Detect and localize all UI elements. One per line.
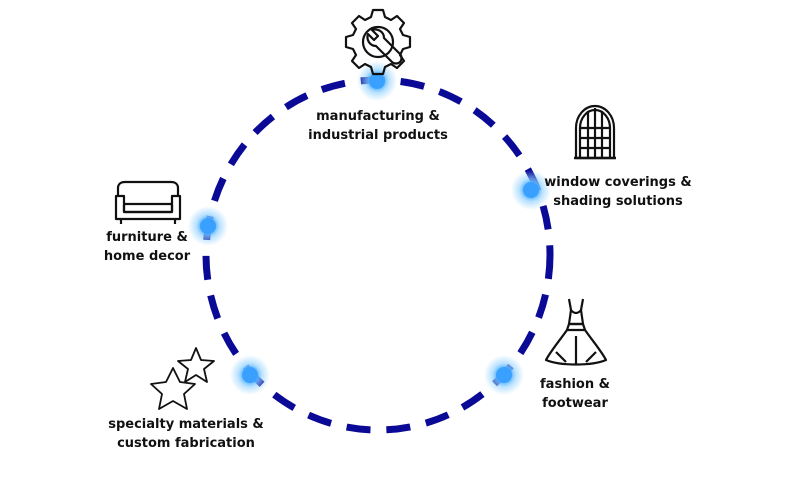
node-specialty <box>230 355 270 395</box>
label-fashion: fashion & footwear <box>540 377 610 411</box>
node-furniture <box>188 206 228 246</box>
arched-window-icon <box>574 104 616 160</box>
label-furniture: furniture & home decor <box>103 230 191 264</box>
label-manufacturing: manufacturing & industrial products <box>308 109 448 143</box>
sofa-icon <box>114 180 182 224</box>
label-specialty: specialty materials & custom fabrication <box>108 417 264 451</box>
stars-icon <box>150 347 215 410</box>
gear-wrench-icon <box>344 8 412 76</box>
node-fashion <box>484 355 524 395</box>
node-manufacturing <box>357 61 397 101</box>
dress-icon <box>544 298 608 366</box>
node-window <box>511 170 551 210</box>
label-window: window coverings & shading solutions <box>544 175 692 209</box>
